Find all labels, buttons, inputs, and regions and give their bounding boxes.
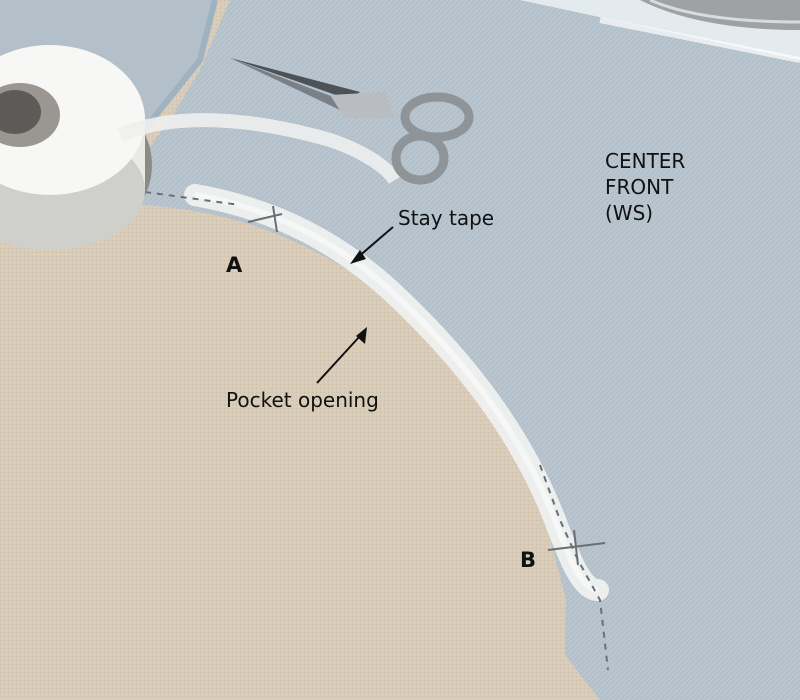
center-front-line-2: FRONT <box>605 175 674 199</box>
pencil-mark-seam <box>144 191 241 206</box>
loose-tape <box>117 113 401 185</box>
scissors <box>230 58 474 185</box>
pocket-opening-label: Pocket opening <box>226 388 379 412</box>
point-b-label: B <box>520 548 537 572</box>
point-a-label: A <box>226 253 243 277</box>
tape-spool <box>0 45 152 250</box>
center-front-label: CENTER FRONT (WS) <box>605 148 725 226</box>
center-front-line-3: (WS) <box>605 201 654 225</box>
pocket-opening-arrow <box>316 327 367 384</box>
stay-tape-arrow <box>350 226 394 264</box>
stay-tape-label: Stay tape <box>398 206 495 230</box>
center-front-fabric <box>140 0 800 700</box>
center-front-line-1: CENTER <box>605 149 686 173</box>
